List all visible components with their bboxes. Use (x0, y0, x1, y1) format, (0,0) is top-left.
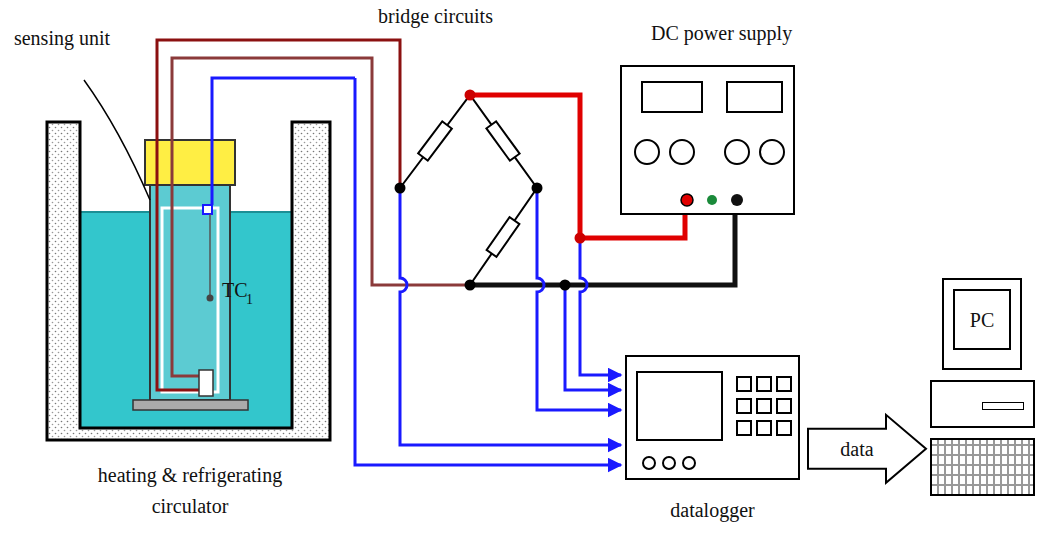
sensor-label: TC (222, 278, 248, 302)
leader-line (84, 80, 150, 200)
edge-label: data (840, 437, 873, 461)
computer: PC (930, 278, 1035, 503)
knob (670, 140, 694, 164)
terminal (707, 195, 717, 205)
thermocouple-tip (207, 295, 214, 302)
thermocouple-wire (212, 78, 355, 205)
computer-case (930, 380, 1035, 428)
junction-dot (395, 90, 586, 291)
connector-port (643, 457, 655, 469)
key (757, 377, 771, 391)
base-plate (133, 400, 248, 410)
power-supply-panel (622, 67, 797, 217)
resistor-symbol (418, 121, 519, 257)
thermocouple-probe (209, 214, 211, 296)
key (737, 399, 751, 413)
datalogger-panel (627, 357, 802, 482)
knob (760, 140, 784, 164)
bridge-arms (400, 95, 537, 285)
subscript: 1 (246, 292, 253, 309)
key (777, 399, 791, 413)
sensing-tube (150, 185, 230, 400)
knob (725, 140, 749, 164)
circulator-tank (47, 122, 330, 440)
connector-port (663, 457, 675, 469)
part-label: bridge circuits (378, 4, 493, 28)
datalogger-box: datalogger (625, 355, 800, 480)
keyboard (930, 438, 1035, 496)
signal-wire (537, 188, 621, 410)
signal-wire (400, 188, 621, 445)
part-label: sensing unit (12, 26, 112, 50)
device-name: datalogger (670, 498, 754, 522)
sensing-element (199, 370, 213, 396)
monitor: PC (942, 278, 1022, 370)
key (737, 377, 751, 391)
signal-wire (580, 238, 621, 375)
key (777, 377, 791, 391)
display (727, 82, 782, 112)
monitor-screen: PC (953, 289, 1011, 350)
terminal (681, 194, 693, 206)
connector-port (683, 457, 695, 469)
sensor-wire (172, 58, 470, 376)
terminal (731, 194, 743, 206)
screen (637, 372, 722, 440)
power-supply: DC power supply (620, 65, 795, 215)
device-name: DC power supply (651, 21, 792, 45)
screen-text: PC (970, 308, 994, 332)
drive-slot (982, 402, 1024, 410)
part-label: heating & refrigerating circulator (60, 460, 320, 522)
sensor-wire (157, 40, 400, 390)
key (757, 399, 771, 413)
display (642, 82, 702, 112)
key (757, 421, 771, 435)
key (777, 421, 791, 435)
key (737, 421, 751, 435)
knob (635, 140, 659, 164)
block-arrow (808, 415, 926, 483)
